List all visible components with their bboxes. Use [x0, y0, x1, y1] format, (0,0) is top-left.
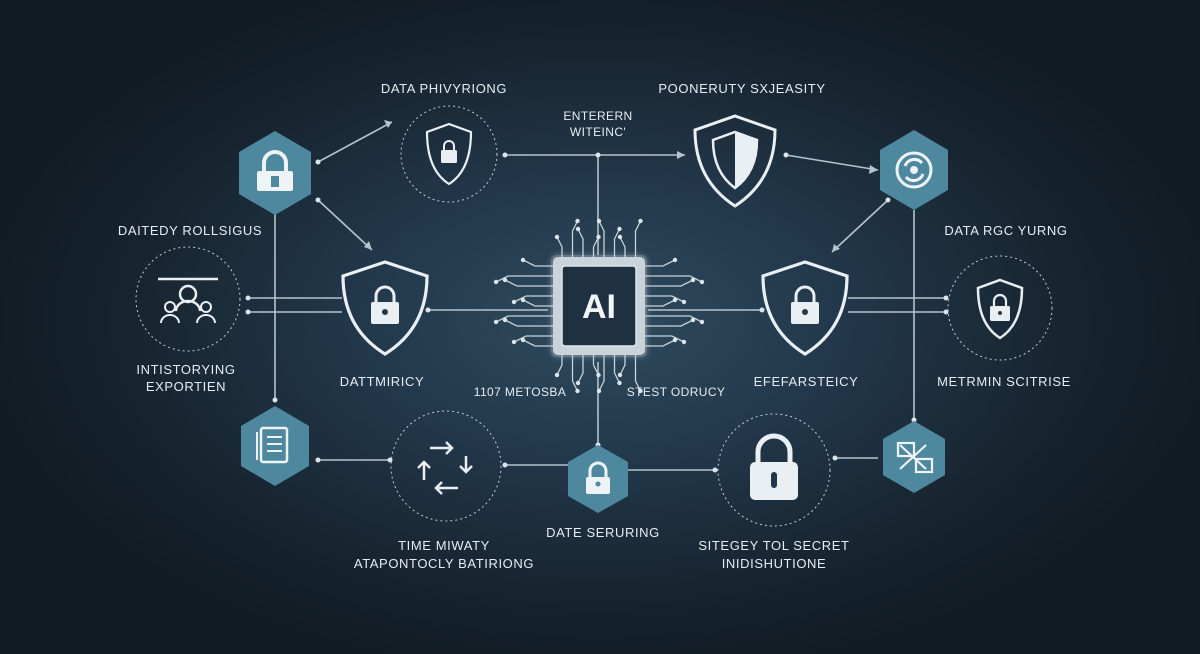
label-shield-right: EFEFARSTEICY: [753, 374, 859, 389]
lock-shield-icon: [761, 260, 849, 356]
chip-label: AI: [582, 288, 616, 326]
arrows-circle-icon: [390, 410, 502, 522]
label-data-rgc: DATA RGC YURNG: [944, 223, 1068, 238]
label-monitoring-2: EXPORTIEN: [145, 379, 227, 394]
connector-dots: [245, 152, 949, 473]
label-shield-left: DATTMIRICY: [339, 374, 425, 389]
label-date-securing: DATE SERURING: [546, 525, 660, 540]
users-network-circle-icon: [135, 246, 241, 352]
label-chip-right: STEST ODRUCY: [626, 385, 726, 399]
label-data-privacy: DATA PHIVYRIONG: [380, 81, 508, 96]
label-strategy-1: SITEGEY TOL SECRET: [698, 538, 850, 553]
lock-shield-icon: [341, 260, 429, 356]
transfer-hexagon-icon: [883, 421, 945, 493]
label-monitoring-1: INTISTORYING: [136, 362, 236, 377]
chip-circuit-traces: [493, 218, 705, 394]
shield-icon: [693, 114, 777, 208]
ai-chip-icon: AI: [551, 255, 647, 357]
connector-lines: [248, 121, 946, 471]
sync-hexagon-icon: [880, 130, 948, 210]
label-time-1: TIME MIWATY: [398, 538, 490, 553]
label-strategy-2: INIDISHUTIONE: [721, 556, 827, 571]
document-hexagon-icon: [241, 406, 309, 486]
label-metrmin: METRMIN SCITRISE: [937, 374, 1071, 389]
lock-shield-circle-icon: [400, 105, 498, 203]
padlock-hexagon-icon: [239, 131, 311, 215]
padlock-circle-icon: [717, 413, 831, 527]
label-rollsigus: DAITEDY ROLLSIGUS: [117, 223, 263, 238]
lock-hexagon-icon: [568, 445, 628, 513]
lock-shield-circle-icon: [947, 255, 1053, 361]
label-security: POONERUTY SXJEASITY: [658, 81, 826, 96]
arrow-heads: [364, 120, 878, 252]
label-enterprise-1: ENTERERN: [563, 109, 633, 123]
label-enterprise-2: WITEINC': [569, 125, 627, 139]
label-chip-left: 1107 METOSBA: [473, 385, 567, 399]
label-time-2: ATAPONTOCLY BATIRIONG: [353, 556, 535, 571]
